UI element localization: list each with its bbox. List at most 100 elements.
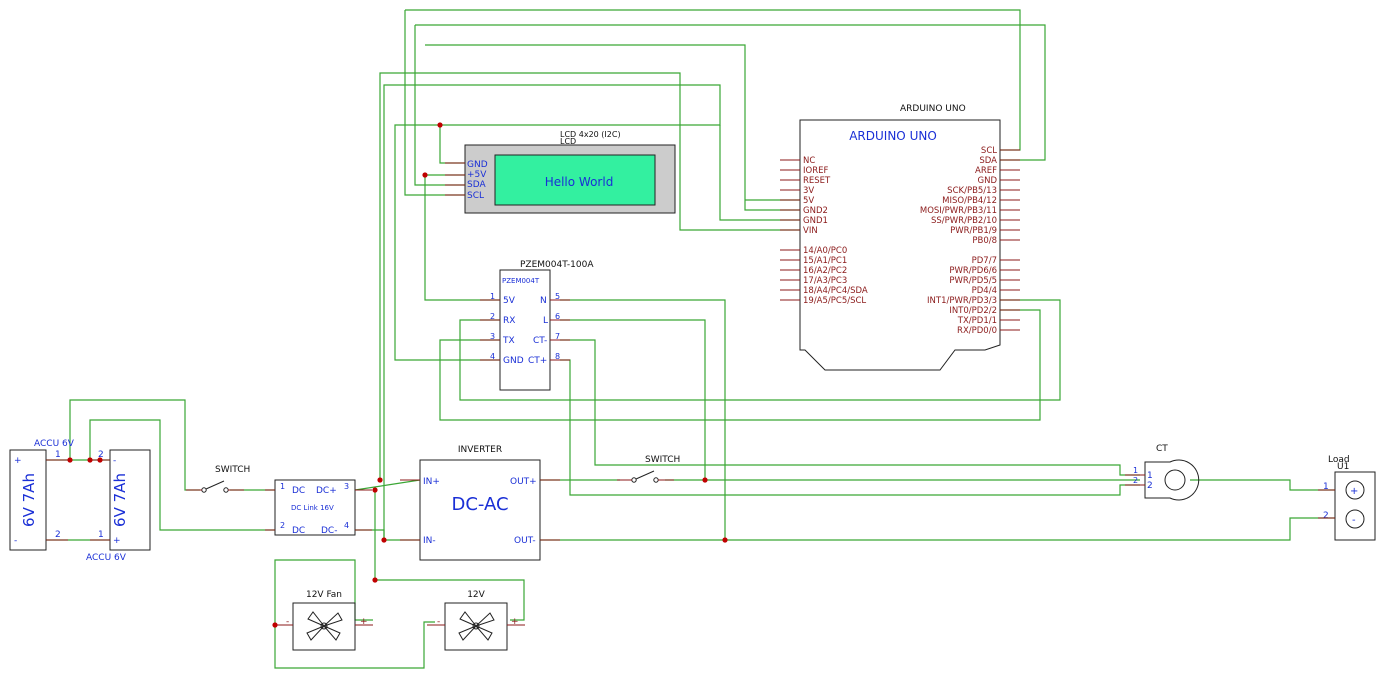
arduino-pin-label: 5V [803,196,814,206]
arduino-pin-label: GND [978,176,998,186]
pzem-pin-ct-minus: CT- [533,336,547,346]
pzem-num-4: 4 [490,352,495,361]
arduino-pin-label: TX/PD1/1 [957,316,997,326]
arduino-pin-label: MOSI/PWR/PB3/11 [920,206,997,216]
arduino-pin-label: PB0/8 [972,236,997,246]
accu-left-minus: - [14,536,17,546]
arduino-body: ARDUINO UNO [849,129,937,143]
lcd-pin-scl: SCL [467,191,484,201]
ct-label: CT [1156,444,1168,454]
fan-2-label: 12V [467,590,485,600]
pzem-num-6: 6 [555,312,560,321]
fan-1[interactable]: 12V Fan - + [286,590,368,651]
inverter-out-plus: OUT+ [510,477,537,487]
arduino-title: ARDUINO UNO [900,104,966,114]
load-plus: + [1350,486,1358,497]
arduino-pin-label: GND2 [803,206,828,216]
accu-right[interactable]: 6V 7Ah - + 2 1 ACCU 6V [86,449,151,563]
pzem-pin-l: L [543,316,548,326]
pzem-num-1: 1 [490,292,495,301]
fan-1-plus: + [360,617,368,627]
arduino-pin-label: INT1/PWR/PD3/3 [927,296,997,306]
lcd-pin-gnd: GND [467,160,488,170]
arduino-pin-label: MISO/PB4/12 [942,196,997,206]
arduino-pin-label: PD7/7 [972,256,997,266]
pzem-pin-gnd: GND [503,356,524,366]
pzem-title: PZEM004T-100A [520,260,594,270]
pzem-num-7: 7 [555,332,560,341]
pzem-module[interactable]: PZEM004T-100A PZEM004T 5V RX TX GND 1 2 … [490,260,594,391]
fan-1-minus: - [286,617,289,627]
ct-pin2: 2 [1147,481,1153,491]
load-u1[interactable]: + - Load U1 1 2 [1323,455,1376,541]
pzem-pin-tx: TX [502,336,515,346]
pzem-name: PZEM004T [502,277,540,285]
lcd-module[interactable]: Hello World LCD 4x20 (I2C) LCD GND +5V S… [464,130,676,214]
pin-stubs [46,162,1335,626]
pzem-pin-5v: 5V [503,296,516,306]
arduino-pin-label: PD4/4 [972,286,997,296]
pzem-pin-rx: RX [503,316,515,326]
arduino-pin-label: PWR/PD6/6 [949,266,997,276]
fan-2-plus: + [511,617,519,627]
arduino-pin-label: 17/A3/PC3 [803,276,847,286]
fan-2[interactable]: 12V - + [437,590,519,651]
load-minus: - [1352,515,1356,526]
dclink-in1: DC [292,486,305,496]
lcd-pin-5v: +5V [467,170,487,180]
switch-2-label: SWITCH [645,455,680,465]
arduino-pin-label: INT0/PD2/2 [949,306,997,316]
fan-1-label: 12V Fan [306,590,342,600]
arduino-pin-label: NC [803,156,815,166]
inverter[interactable]: INVERTER DC-AC IN+ IN- OUT+ OUT- [419,445,541,561]
arduino-pin-label: RESET [803,176,831,186]
lcd-ref: LCD [560,137,576,146]
current-transformer[interactable]: CT 1 2 1 2 [1133,444,1200,501]
inverter-in-minus: IN- [423,536,436,546]
pzem-num-2: 2 [490,312,495,321]
lcd-title: LCD 4x20 (I2C) [560,130,621,139]
arduino-pin-label: 18/A4/PC4/SDA [803,286,868,296]
arduino-pin-label: 16/A2/PC2 [803,266,847,276]
lcd-screen-text: Hello World [545,175,614,189]
dc-link[interactable]: DC DC DC+ DC- DC Link 16V 1 2 3 4 [274,479,356,536]
ct-pin1: 1 [1147,471,1153,481]
switch-2[interactable]: SWITCH [631,455,680,483]
switch-1[interactable]: SWITCH [201,465,250,493]
arduino-pin-label: AREF [975,166,997,176]
dclink-p1: 1 [280,482,285,491]
inverter-title: INVERTER [458,445,502,455]
arduino-pin-label: PWR/PD5/5 [949,276,997,286]
load-ref: U1 [1337,462,1349,472]
arduino-uno[interactable]: ARDUINO UNO ARDUINO UNO NCIOREFRESET3V5V… [780,104,1020,371]
wires [46,9,1335,669]
accu-left[interactable]: 6V 7Ah + - 1 2 ACCU 6V [9,439,75,551]
ct-pin2-num: 2 [1133,476,1138,485]
arduino-right-pins-digital: PD7/7PWR/PD6/6PWR/PD5/5PD4/4INT1/PWR/PD3… [927,256,1020,336]
dclink-out2: DC- [321,526,337,536]
arduino-pin-label: SS/PWR/PB2/10 [931,216,997,226]
load-pin2: 2 [1323,511,1329,521]
accu-left-pin1: 1 [55,450,61,460]
lcd-pin-sda: SDA [467,180,486,190]
arduino-pin-label: VIN [803,226,818,236]
arduino-pin-label: SDA [979,156,997,166]
arduino-pin-label: SCK/PB5/13 [947,186,997,196]
accu-right-minus: - [113,456,116,466]
pzem-pin-n: N [540,296,547,306]
arduino-left-pins-analog: 14/A0/PC015/A1/PC116/A2/PC217/A3/PC318/A… [780,246,868,306]
dclink-p3: 3 [344,482,349,491]
arduino-pin-label: 14/A0/PC0 [803,246,847,256]
arduino-pin-label: GND1 [803,216,828,226]
pzem-num-8: 8 [555,352,560,361]
dclink-p4: 4 [344,521,349,530]
dclink-name: DC Link 16V [291,504,334,512]
arduino-pin-label: PWR/PB1/9 [950,226,997,236]
dclink-p2: 2 [280,521,285,530]
accu-right-ref: ACCU 6V [86,553,127,563]
ct-pin1-num: 1 [1133,466,1138,475]
arduino-pin-label: 3V [803,186,814,196]
accu-right-plus: + [113,536,121,546]
inverter-body: DC-AC [451,494,508,515]
